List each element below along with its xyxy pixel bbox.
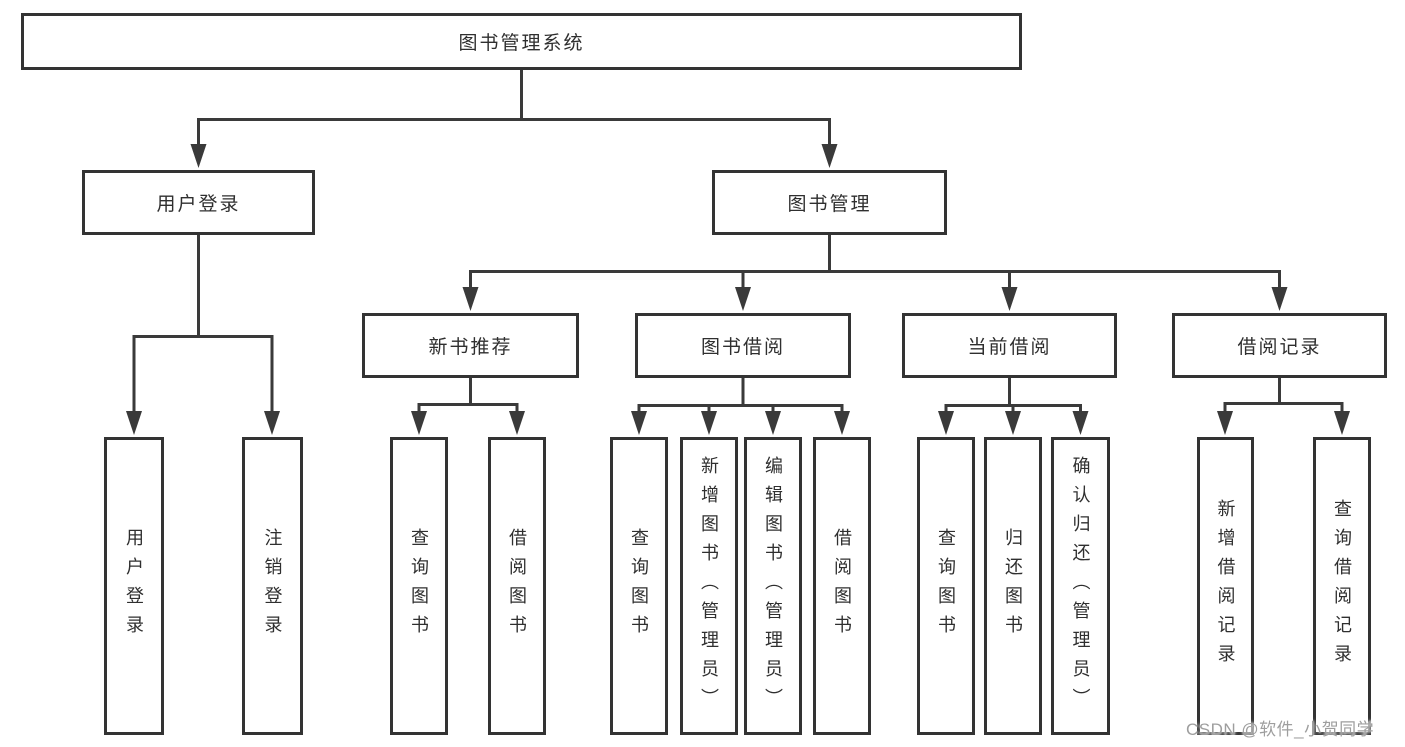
node-label: 编辑图书（管理员） bbox=[763, 455, 783, 717]
arrowhead-icon bbox=[190, 144, 207, 168]
arrowhead-icon bbox=[1334, 411, 1350, 435]
leaf-add-borrow-record: 新增借阅记录 bbox=[1197, 437, 1254, 735]
node-label: 借阅记录 bbox=[1237, 337, 1322, 358]
arrowhead-icon bbox=[701, 411, 717, 435]
node-new-book-recommend: 新书推荐 bbox=[362, 313, 579, 378]
leaf-borrow-books-recommend: 借阅图书 bbox=[488, 437, 546, 735]
csdn-watermark: CSDN @软件_小贺同学 bbox=[1186, 720, 1375, 739]
leaf-confirm-return-admin: 确认归还（管理员） bbox=[1051, 437, 1110, 735]
node-label: 用户登录 bbox=[156, 194, 241, 215]
arrowhead-icon bbox=[1001, 287, 1018, 311]
node-label: 查询图书 bbox=[936, 528, 956, 644]
arrowhead-icon bbox=[1005, 411, 1021, 435]
node-label: 借阅图书 bbox=[832, 528, 852, 644]
leaf-logout: 注销登录 bbox=[242, 437, 303, 735]
arrowhead-icon bbox=[631, 411, 647, 435]
arrowhead-icon bbox=[411, 411, 427, 435]
node-label: 图书借阅 bbox=[700, 337, 785, 358]
node-label: 当前借阅 bbox=[967, 337, 1052, 358]
node-label: 确认归还（管理员） bbox=[1070, 455, 1091, 717]
leaf-query-books-borrowing: 查询图书 bbox=[610, 437, 668, 735]
node-label: 注销登录 bbox=[262, 528, 283, 644]
arrowhead-icon bbox=[834, 411, 850, 435]
arrowhead-icon bbox=[821, 144, 838, 168]
node-label: 新增图书（管理员） bbox=[699, 455, 719, 717]
arrowhead-icon bbox=[462, 287, 479, 311]
node-label: 新增借阅记录 bbox=[1215, 499, 1236, 673]
leaf-query-books-recommend: 查询图书 bbox=[390, 437, 448, 735]
node-label: 图书管理系统 bbox=[458, 33, 585, 54]
arrowhead-icon bbox=[1072, 411, 1089, 435]
node-user-login: 用户登录 bbox=[82, 170, 315, 235]
node-label: 用户登录 bbox=[124, 528, 144, 644]
leaf-edit-books-admin: 编辑图书（管理员） bbox=[744, 437, 802, 735]
arrowhead-icon bbox=[264, 411, 280, 435]
node-label: 查询图书 bbox=[409, 528, 429, 644]
arrowhead-icon bbox=[126, 411, 142, 435]
node-label: 查询借阅记录 bbox=[1332, 499, 1352, 673]
node-borrowing-records: 借阅记录 bbox=[1172, 313, 1387, 378]
leaf-query-borrow-record: 查询借阅记录 bbox=[1313, 437, 1371, 735]
leaf-query-books-current: 查询图书 bbox=[917, 437, 975, 735]
node-book-management: 图书管理 bbox=[712, 170, 947, 235]
arrowhead-icon bbox=[1271, 287, 1288, 311]
arrowhead-icon bbox=[765, 411, 781, 435]
node-label: 新书推荐 bbox=[428, 337, 513, 358]
node-label: 查询图书 bbox=[629, 528, 649, 644]
leaf-borrow-books: 借阅图书 bbox=[813, 437, 871, 735]
node-book-borrowing: 图书借阅 bbox=[635, 313, 851, 378]
leaf-return-books: 归还图书 bbox=[984, 437, 1042, 735]
node-label: 借阅图书 bbox=[507, 528, 527, 644]
arrowhead-icon bbox=[938, 411, 954, 435]
arrowhead-icon bbox=[509, 411, 525, 435]
node-current-borrowing: 当前借阅 bbox=[902, 313, 1117, 378]
arrowhead-icon bbox=[1217, 411, 1233, 435]
node-label: 图书管理 bbox=[787, 194, 872, 215]
node-library-management-system: 图书管理系统 bbox=[21, 13, 1022, 70]
leaf-add-books-admin: 新增图书（管理员） bbox=[680, 437, 738, 735]
leaf-user-login: 用户登录 bbox=[104, 437, 164, 735]
arrowhead-icon bbox=[735, 287, 751, 311]
node-label: 归还图书 bbox=[1003, 528, 1023, 644]
